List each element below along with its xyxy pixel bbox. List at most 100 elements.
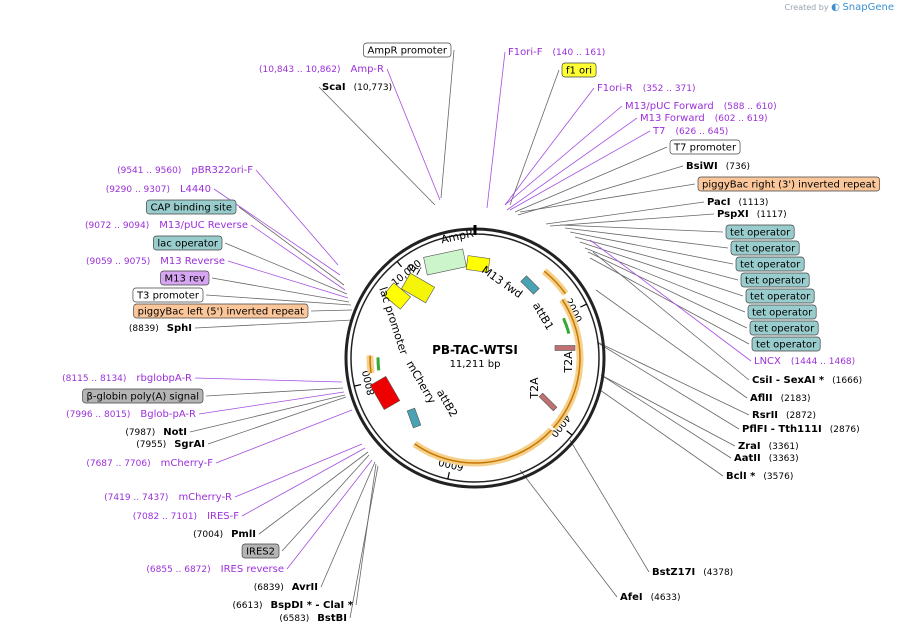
site-label: BstZ17I(4378) xyxy=(652,567,733,578)
site-name: PflFI - Tth111I xyxy=(742,424,822,435)
label-leader-lines xyxy=(189,49,752,619)
leader-line xyxy=(386,68,441,201)
label-box xyxy=(153,235,223,251)
site-name: BsiWI xyxy=(686,161,718,172)
primer-name: Amp-R xyxy=(351,64,385,75)
feature-arrow xyxy=(369,375,401,411)
feature-track xyxy=(369,355,372,374)
box-label-text: tet operator xyxy=(750,292,811,303)
map-label-site: AfeI(4633) xyxy=(620,592,681,603)
feature-track xyxy=(414,429,553,464)
site-name: BstBI xyxy=(317,613,347,624)
credit-prefix: Created by xyxy=(784,3,829,12)
map-label-box: f1 ori xyxy=(561,62,597,78)
box-label-text: CAP binding site xyxy=(150,203,232,214)
feature-arrow xyxy=(554,345,576,351)
map-label-site: (8839)SphI xyxy=(129,323,192,334)
primer-range: (8115 .. 8134) xyxy=(62,374,126,384)
scale-tick xyxy=(566,430,573,436)
map-label-site: (7004)PmlI xyxy=(193,529,256,540)
map-label-primer: (9290 .. 9307)L4440 xyxy=(106,184,211,195)
leader-line xyxy=(486,51,506,209)
site-label: PacI (1113) xyxy=(707,197,768,208)
site-position: (6583) xyxy=(279,614,309,624)
primer-label: (9072 .. 9094)M13/pUC Reverse xyxy=(85,220,248,231)
site-position: (1113) xyxy=(738,198,768,208)
snapgene-credit: Created by ◐ SnapGene xyxy=(785,2,894,13)
leader-line xyxy=(519,469,618,598)
map-label-box: CAP binding site xyxy=(146,199,237,215)
scale-tick xyxy=(396,261,403,268)
primer-label: (9541 .. 9560)pBR322ori-F xyxy=(117,165,253,176)
leader-line xyxy=(509,130,651,211)
site-position: (6839) xyxy=(254,583,284,593)
site-label: (6613)BspDI * - ClaI * xyxy=(233,600,354,611)
snapgene-logo-icon: ◐ xyxy=(831,2,840,13)
site-label: PflFI - Tth111I (2876) xyxy=(742,424,860,435)
label-box xyxy=(241,543,280,559)
map-label-site: ZraI(3361) xyxy=(738,441,799,452)
box-label-text: tet operator xyxy=(735,244,796,255)
map-label-box: lac operator xyxy=(153,235,223,251)
feature-label: T2A xyxy=(528,377,541,400)
map-label-site: BstZ17I(4378) xyxy=(652,567,733,578)
site-name: ScaI xyxy=(322,82,346,93)
map-label-box: piggyBac right (3') inverted repeat xyxy=(697,176,881,192)
leader-line xyxy=(504,87,595,206)
feature-label: M13 fwd xyxy=(479,263,525,300)
leader-line xyxy=(286,459,373,570)
feature-arrow xyxy=(520,275,540,295)
map-label-box: tet operator xyxy=(740,272,810,288)
site-name: AflII xyxy=(750,393,773,404)
box-label-text: tet operator xyxy=(756,340,817,351)
site-position: (3361) xyxy=(769,442,799,452)
map-label-site: PflFI - Tth111I (2876) xyxy=(742,424,860,435)
label-box xyxy=(749,320,819,336)
leader-line xyxy=(592,251,750,381)
primer-label: M13 Forward(602 .. 619) xyxy=(640,113,768,124)
map-label-box: IRES2 xyxy=(241,543,280,559)
map-label-site: BsiWI(736) xyxy=(686,161,750,172)
primer-range: (140 .. 161) xyxy=(552,48,605,58)
map-label-site: (6583) BstBI xyxy=(279,613,347,624)
site-label: RsrII(2872) xyxy=(752,410,816,421)
feature-arrow xyxy=(538,392,558,412)
map-label-primer: (9072 .. 9094)M13/pUC Reverse xyxy=(85,220,248,231)
primer-name: L4440 xyxy=(180,184,211,195)
primer-name: Bglob-pA-R xyxy=(140,409,196,420)
primer-range: (7082 .. 7101) xyxy=(133,512,197,522)
map-label-primer: LNCX(1444 .. 1468) xyxy=(754,356,855,367)
primer-range: (602 .. 619) xyxy=(715,114,768,124)
site-label: (6583) BstBI xyxy=(279,613,347,624)
primer-label: LNCX(1444 .. 1468) xyxy=(754,356,855,367)
map-label-primer: (10,843 .. 10,862)Amp-R xyxy=(259,64,384,75)
map-label-box: T7 promoter xyxy=(669,139,741,155)
site-label: AatII(3363) xyxy=(734,453,799,464)
map-label-primer: (7687 .. 7706)mCherry-F xyxy=(86,458,213,469)
site-position: (2876) xyxy=(830,425,860,435)
map-label-box: AmpR promoter xyxy=(363,42,452,58)
map-label-box: tet operator xyxy=(747,304,817,320)
box-label-text: lac operator xyxy=(157,239,218,250)
site-label: (7955)SgrAI xyxy=(136,439,205,450)
site-label: PspXI(1117) xyxy=(717,209,787,220)
map-label-site: AatII(3363) xyxy=(734,453,799,464)
map-label-box: piggyBac left (5') inverted repeat xyxy=(133,303,309,319)
leader-line xyxy=(599,389,724,477)
label-box xyxy=(132,287,204,303)
map-label-primer: T7(626 .. 645) xyxy=(652,126,728,137)
map-label-site: BclI *(3576) xyxy=(726,471,793,482)
site-name: PmlI xyxy=(231,529,256,540)
map-label-primer: M13 Forward(602 .. 619) xyxy=(640,113,768,124)
feature-arrow xyxy=(383,282,411,310)
leader-line xyxy=(600,374,736,447)
site-name: PacI xyxy=(707,197,730,208)
leader-line xyxy=(504,105,623,206)
map-label-primer: (7419 .. 7437)mCherry-R xyxy=(104,492,232,503)
site-label: ZraI(3361) xyxy=(738,441,799,452)
leader-line xyxy=(349,465,379,619)
site-name: BstZ17I xyxy=(652,567,695,578)
leader-line xyxy=(234,443,363,498)
